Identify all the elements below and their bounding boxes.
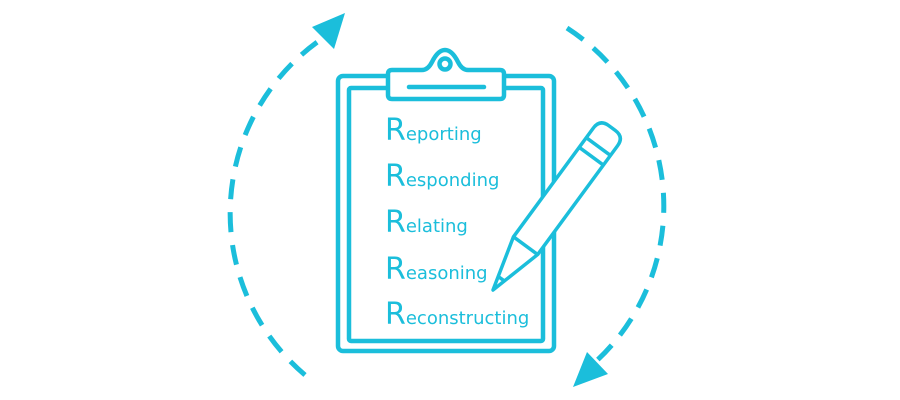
checklist: Reporting Responding Relating Reasoning … bbox=[385, 113, 529, 332]
checklist-item: Responding bbox=[385, 159, 499, 194]
right-dashed-arc bbox=[565, 25, 667, 367]
clipboard-icon bbox=[335, 47, 557, 354]
checklist-item: Reasoning bbox=[385, 252, 488, 287]
checklist-item: Reporting bbox=[385, 113, 482, 148]
cycle-arrows-icon bbox=[227, 13, 667, 387]
checklist-item: Relating bbox=[385, 205, 468, 240]
pencil-icon bbox=[491, 121, 623, 292]
clip-hole bbox=[437, 56, 453, 72]
arrowhead-up-icon bbox=[312, 13, 345, 49]
left-dashed-arc bbox=[227, 33, 328, 377]
arrowhead-down-icon bbox=[573, 352, 608, 387]
checklist-item: Reconstructing bbox=[385, 297, 529, 332]
